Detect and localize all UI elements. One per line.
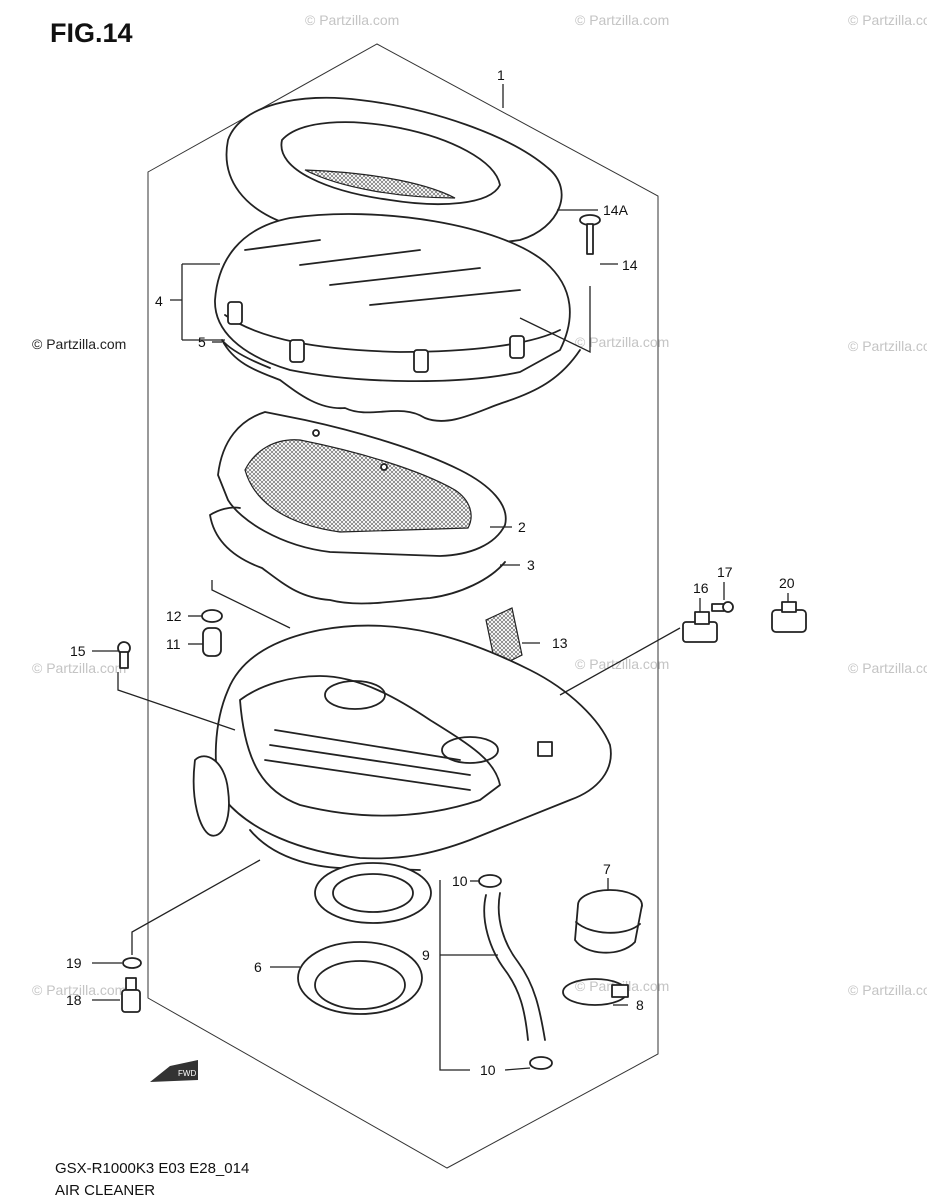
part-9-drain-hose[interactable] [483, 892, 546, 1041]
part-11-drain-hose[interactable] [202, 627, 222, 657]
leader-lines [92, 84, 789, 1071]
label-17: 17 [717, 564, 733, 580]
part-12-clamp[interactable] [201, 609, 223, 623]
part-14a-cover-seal[interactable] [225, 96, 563, 246]
label-18: 18 [66, 992, 82, 1008]
part-14-screw[interactable] [579, 214, 601, 255]
label-19: 19 [66, 955, 82, 971]
fwd-arrow-marker: FWD [150, 1060, 198, 1082]
footer-model-code: GSX-R1000K3 E03 E28_014 [55, 1160, 250, 1177]
label-9: 9 [422, 947, 430, 963]
part-6-inlet-seal[interactable] [297, 941, 423, 1015]
footer-section-name: AIR CLEANER [55, 1182, 156, 1199]
part-2-air-cleaner-element[interactable] [217, 411, 507, 557]
part-17-bolt[interactable] [711, 601, 734, 613]
label-20: 20 [779, 575, 795, 591]
part-18-sensor[interactable] [121, 977, 141, 1013]
watermark: © Partzilla.com [32, 336, 127, 352]
label-8: 8 [636, 997, 644, 1013]
label-4: 4 [155, 293, 163, 309]
label-3: 3 [527, 557, 535, 573]
part-4-air-cleaner-cap[interactable] [214, 213, 571, 383]
watermark: © Partzilla.com [848, 660, 927, 676]
part-3-element-gasket[interactable] [209, 506, 506, 605]
part-16-intake-temp-sensor[interactable] [682, 611, 718, 643]
label-15: 15 [70, 643, 86, 659]
watermark: © Partzilla.com [575, 656, 670, 672]
watermark: © Partzilla.com [305, 12, 400, 28]
figure-title: FIG.14 [50, 18, 133, 48]
part-8-clamp[interactable] [562, 978, 629, 1006]
watermark: © Partzilla.com [32, 660, 127, 676]
fwd-label: FWD [178, 1069, 196, 1078]
label-10-upper: 10 [452, 873, 468, 889]
label-16: 16 [693, 580, 709, 596]
label-13: 13 [552, 635, 568, 651]
part-7-throttle-joint[interactable] [574, 889, 643, 954]
part-20-connector[interactable] [771, 601, 807, 633]
label-12: 12 [166, 608, 182, 624]
part-10-clamp-lower[interactable] [529, 1056, 553, 1070]
watermark: © Partzilla.com [575, 334, 670, 350]
watermark: © Partzilla.com [848, 338, 927, 354]
label-11: 11 [166, 636, 181, 652]
label-1: 1 [497, 67, 505, 83]
label-7: 7 [603, 861, 611, 877]
label-5: 5 [198, 334, 206, 350]
watermark: © Partzilla.com [848, 982, 927, 998]
label-2: 2 [518, 519, 526, 535]
watermark: © Partzilla.com [32, 982, 127, 998]
watermark: © Partzilla.com [848, 12, 927, 28]
label-14a: 14A [603, 202, 629, 218]
part-15-screw[interactable] [117, 641, 131, 669]
part-5-cap-gasket[interactable] [221, 339, 581, 422]
part-labels: 1 14A 14 4 5 2 3 12 11 13 15 16 17 20 7 … [66, 67, 795, 1078]
air-cleaner-case[interactable] [192, 624, 612, 924]
label-10-lower: 10 [480, 1062, 496, 1078]
watermark: © Partzilla.com [575, 12, 670, 28]
label-6: 6 [254, 959, 262, 975]
part-10-clamp-upper[interactable] [478, 874, 502, 888]
assembly-frame [147, 43, 659, 1169]
label-14: 14 [622, 257, 638, 273]
part-19-washer[interactable] [122, 957, 142, 969]
